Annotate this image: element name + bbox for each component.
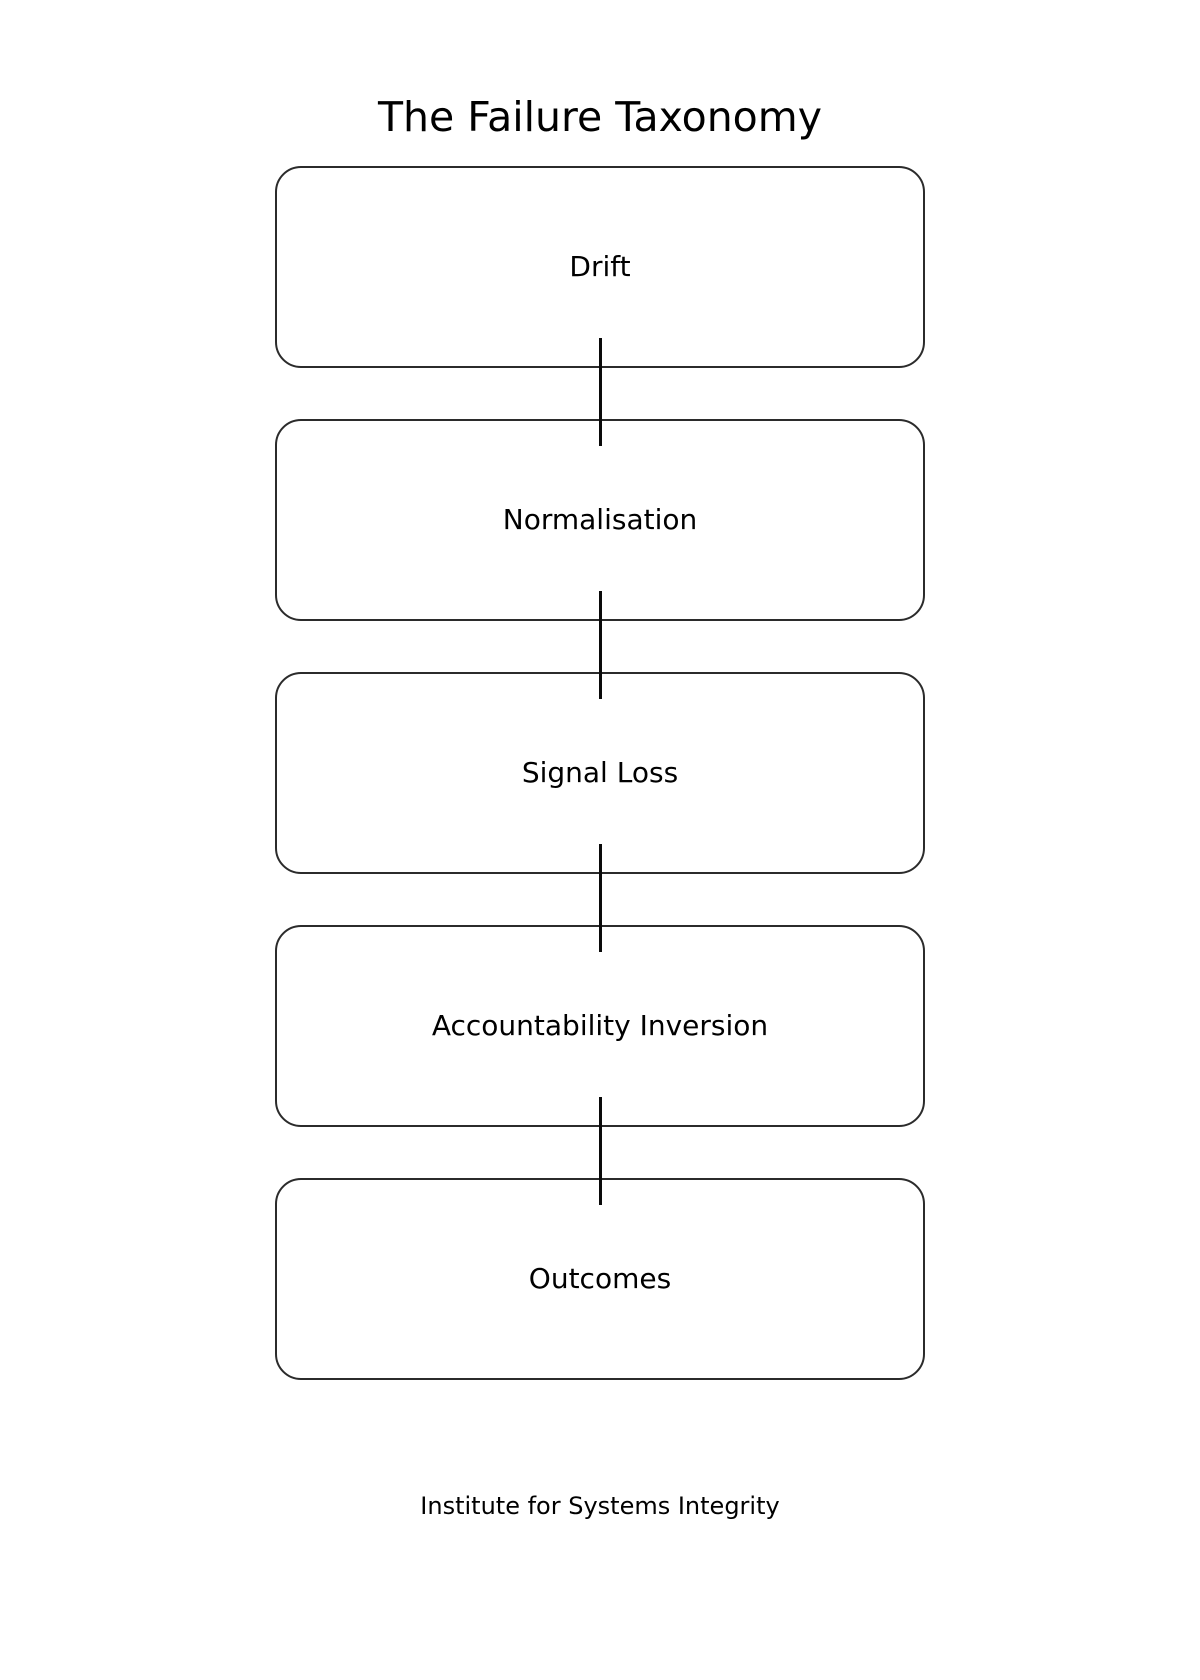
- flow-node-normalisation-label: Normalisation: [502, 503, 698, 537]
- flow-node-outcomes: Outcomes: [275, 1178, 925, 1380]
- flow-node-signal-loss: Signal Loss: [275, 672, 925, 874]
- connector-line-normalisation-signal-loss: [598, 591, 602, 699]
- connector-line-accountability-inversion-outcomes: [598, 1097, 602, 1205]
- connector-line-drift-normalisation: [598, 338, 602, 446]
- connector-line-signal-loss-accountability-inversion: [598, 844, 602, 952]
- flow-node-accountability-inversion: Accountability Inversion: [275, 925, 925, 1127]
- footer-caption: Institute for Systems Integrity: [420, 1492, 780, 1520]
- flow-node-outcomes-label: Outcomes: [528, 1262, 672, 1296]
- flow-node-drift: Drift: [275, 166, 925, 368]
- page-title: The Failure Taxonomy: [378, 93, 822, 141]
- flow-node-signal-loss-label: Signal Loss: [521, 756, 679, 790]
- flow-node-accountability-inversion-label: Accountability Inversion: [431, 1009, 769, 1043]
- flow-node-drift-label: Drift: [569, 250, 631, 284]
